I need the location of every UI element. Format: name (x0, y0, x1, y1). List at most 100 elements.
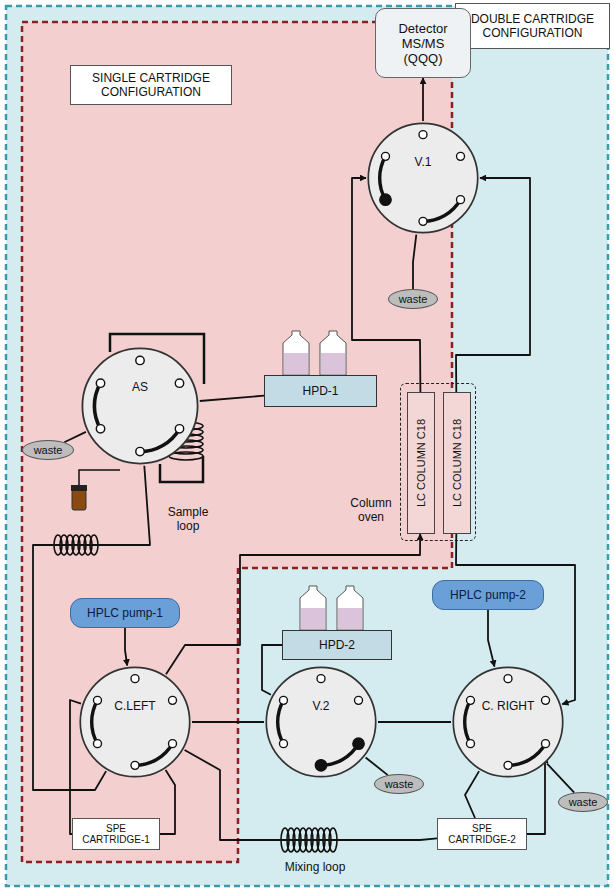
node-text: DOUBLE CARTRIDGE CONFIGURATION (460, 12, 605, 40)
node-text: HPLC pump-1 (87, 606, 163, 620)
box: LC COLUMN C18 (443, 392, 471, 534)
valve-port (466, 696, 474, 704)
valve-port (93, 696, 101, 704)
sample-vial (72, 490, 86, 510)
solvent-level (338, 608, 362, 629)
valve-port (279, 740, 287, 748)
valve-channel (465, 700, 471, 743)
node-text: C.LEFT (114, 699, 155, 713)
valve-port (504, 675, 512, 683)
connector (422, 78, 424, 121)
node-text: waste (385, 778, 414, 790)
box: HPD-2 (282, 630, 392, 660)
box: Column ovenLC COLUMN C18LC COLUMN C18 (400, 383, 476, 541)
valve-port (380, 194, 391, 205)
valve: C.LEFT (78, 665, 192, 779)
needle-line (79, 470, 120, 485)
node-text: AS (132, 380, 148, 394)
valve-disc (453, 667, 562, 776)
box: SPE CARTRIDGE-1 (72, 818, 160, 850)
node-text: C. RIGHT (482, 699, 535, 713)
valve-port (93, 740, 101, 748)
valve-port (317, 675, 325, 683)
valve-port (466, 740, 474, 748)
valve-disc (368, 123, 477, 232)
waste-outlet: waste (22, 440, 74, 460)
valve: V.1 (366, 121, 480, 235)
connector (70, 700, 81, 834)
valve-body (80, 346, 200, 466)
valve-body (451, 665, 565, 779)
valve-port (136, 356, 144, 364)
valve-port (169, 696, 177, 704)
valve-port (504, 761, 512, 769)
valve-channel (380, 156, 386, 199)
solvent-bottle (337, 586, 363, 630)
solvent-bottle (283, 331, 309, 375)
node-text: Column oven (345, 496, 397, 524)
valve-channel (92, 700, 98, 743)
valve-channel (321, 744, 359, 766)
valve-port (381, 152, 389, 160)
valve-port (457, 196, 465, 204)
node-text: LC COLUMN C18 (451, 419, 463, 507)
loop-tube (160, 456, 203, 482)
solvent-bottle (320, 331, 346, 375)
waste-outlet: waste (558, 792, 608, 812)
box: HPLC pump-2 (432, 580, 544, 610)
connector (64, 432, 86, 442)
node-text: SINGLE CARTRIDGE CONFIGURATION (75, 71, 227, 99)
node-text: LC COLUMN C18 (415, 419, 427, 507)
node-text: V.2 (313, 699, 330, 713)
node-text: Detector MS/MS (QQQ) (392, 21, 454, 66)
valve-port (131, 675, 139, 683)
valve-disc (80, 667, 189, 776)
valve-channel (423, 200, 461, 222)
node-text: waste (34, 444, 63, 456)
box: Detector MS/MS (QQQ) (375, 8, 471, 78)
part-label: Mixing loop (270, 860, 360, 874)
valve: V.2 (264, 665, 378, 779)
node-text: HPLC pump-2 (450, 588, 526, 602)
waste-outlet: waste (374, 774, 424, 794)
connector (160, 770, 175, 834)
node-text: waste (569, 796, 598, 808)
valve-port (457, 152, 465, 160)
valve-port (315, 760, 326, 771)
valve-port (353, 738, 364, 749)
connector (125, 628, 127, 666)
box: DOUBLE CARTRIDGE CONFIGURATION (455, 3, 610, 49)
valve-body (78, 665, 192, 779)
connector (166, 534, 420, 674)
valve-port (419, 131, 427, 139)
box: SPE CARTRIDGE-2 (437, 818, 527, 850)
node-text: HPD-1 (302, 384, 338, 398)
node-text: SPE CARTRIDGE-1 (80, 823, 152, 845)
valve-disc (82, 348, 197, 463)
valve-port (175, 379, 183, 387)
valve: C. RIGHT (451, 665, 565, 779)
waste-outlet: waste (388, 289, 438, 309)
connector (547, 764, 574, 793)
valve-port (96, 425, 104, 433)
valve-port (169, 740, 177, 748)
solvent-level (321, 353, 345, 374)
connector (465, 771, 479, 818)
valve-port (136, 447, 144, 455)
valve-port (131, 761, 139, 769)
connector (200, 396, 264, 401)
solvent-level (284, 353, 308, 374)
solvent-bottle (300, 586, 326, 630)
valve-port (175, 425, 183, 433)
box: HPD-1 (264, 375, 377, 407)
connector (488, 610, 495, 667)
valve-body (366, 121, 480, 235)
valve-channel (94, 383, 100, 429)
connector (366, 758, 388, 776)
valve: AS (80, 346, 200, 466)
valve-port (419, 217, 427, 225)
valve-port (96, 379, 104, 387)
node-text: HPD-2 (319, 638, 355, 652)
valve-channel (140, 429, 179, 452)
valve-body (264, 665, 378, 779)
